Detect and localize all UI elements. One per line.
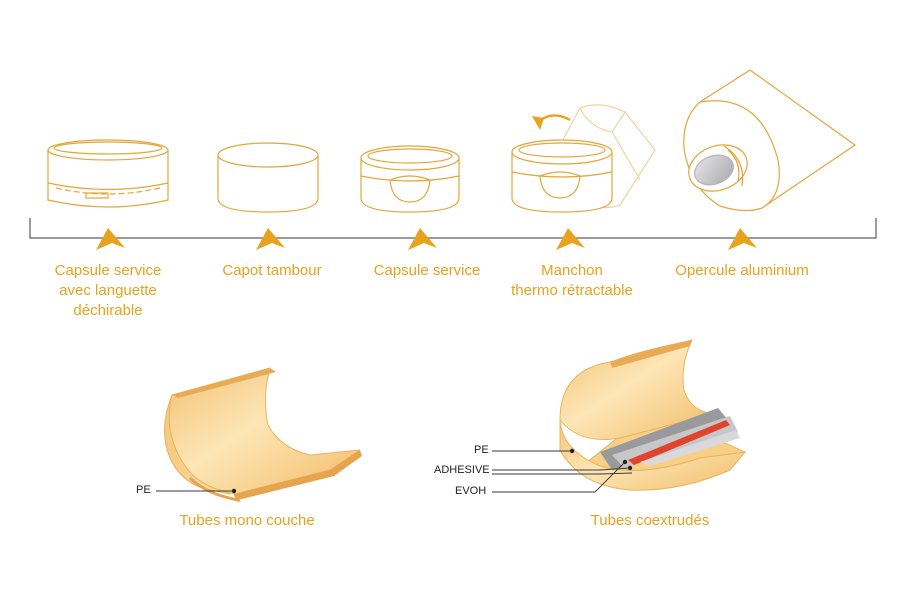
- timeline-markers: [96, 228, 757, 250]
- marker-manchon: [556, 228, 585, 250]
- layer-label-coex-pe: PE: [474, 444, 489, 456]
- layer-label-coex-adhesive: ADHESIVE: [434, 464, 490, 476]
- caption-tubes-mono: Tubes mono couche: [179, 512, 315, 529]
- label-capsule-languette: Capsule service avec languette déchirabl…: [23, 261, 193, 321]
- caption-tubes-coex: Tubes coextrudés: [590, 512, 710, 529]
- label-opercule: Opercule aluminium: [657, 261, 827, 281]
- label-line: Capot tambour: [222, 262, 322, 279]
- marker-capot-tambour: [256, 228, 285, 250]
- tube-coex-illustration: [492, 339, 747, 493]
- label-line: Capsule service: [373, 262, 481, 279]
- opercule-illustration: [683, 69, 857, 212]
- label-line: avec languette: [59, 282, 157, 299]
- label-line: Manchon: [541, 262, 603, 279]
- tube-mono-illustration: [156, 367, 362, 503]
- coex-evoh-line: [492, 461, 626, 493]
- timeline: [29, 218, 877, 239]
- coex-adhesive-line: [492, 467, 631, 471]
- marker-opercule: [728, 228, 757, 250]
- marker-capsule-service: [408, 228, 437, 250]
- label-capot-tambour: Capot tambour: [187, 261, 357, 281]
- label-manchon: Manchon thermo rétractable: [487, 261, 657, 301]
- capsule-service-illustration: [360, 145, 460, 213]
- marker-capsule-languette: [96, 228, 125, 250]
- layer-label-mono-pe: PE: [136, 484, 151, 496]
- label-capsule-service: Capsule service: [342, 261, 512, 281]
- label-line: déchirable: [73, 302, 143, 319]
- capsule-languette-illustration: [47, 139, 169, 208]
- timeline-line: [29, 218, 877, 239]
- label-line: thermo rétractable: [511, 282, 633, 299]
- capot-tambour-illustration: [217, 142, 319, 213]
- label-line: Opercule aluminium: [675, 262, 809, 279]
- manchon-illustration: [511, 104, 656, 213]
- layer-label-coex-evoh: EVOH: [455, 485, 487, 497]
- coex-adhesive-line-2: [492, 472, 633, 475]
- label-line: Capsule service: [54, 262, 162, 279]
